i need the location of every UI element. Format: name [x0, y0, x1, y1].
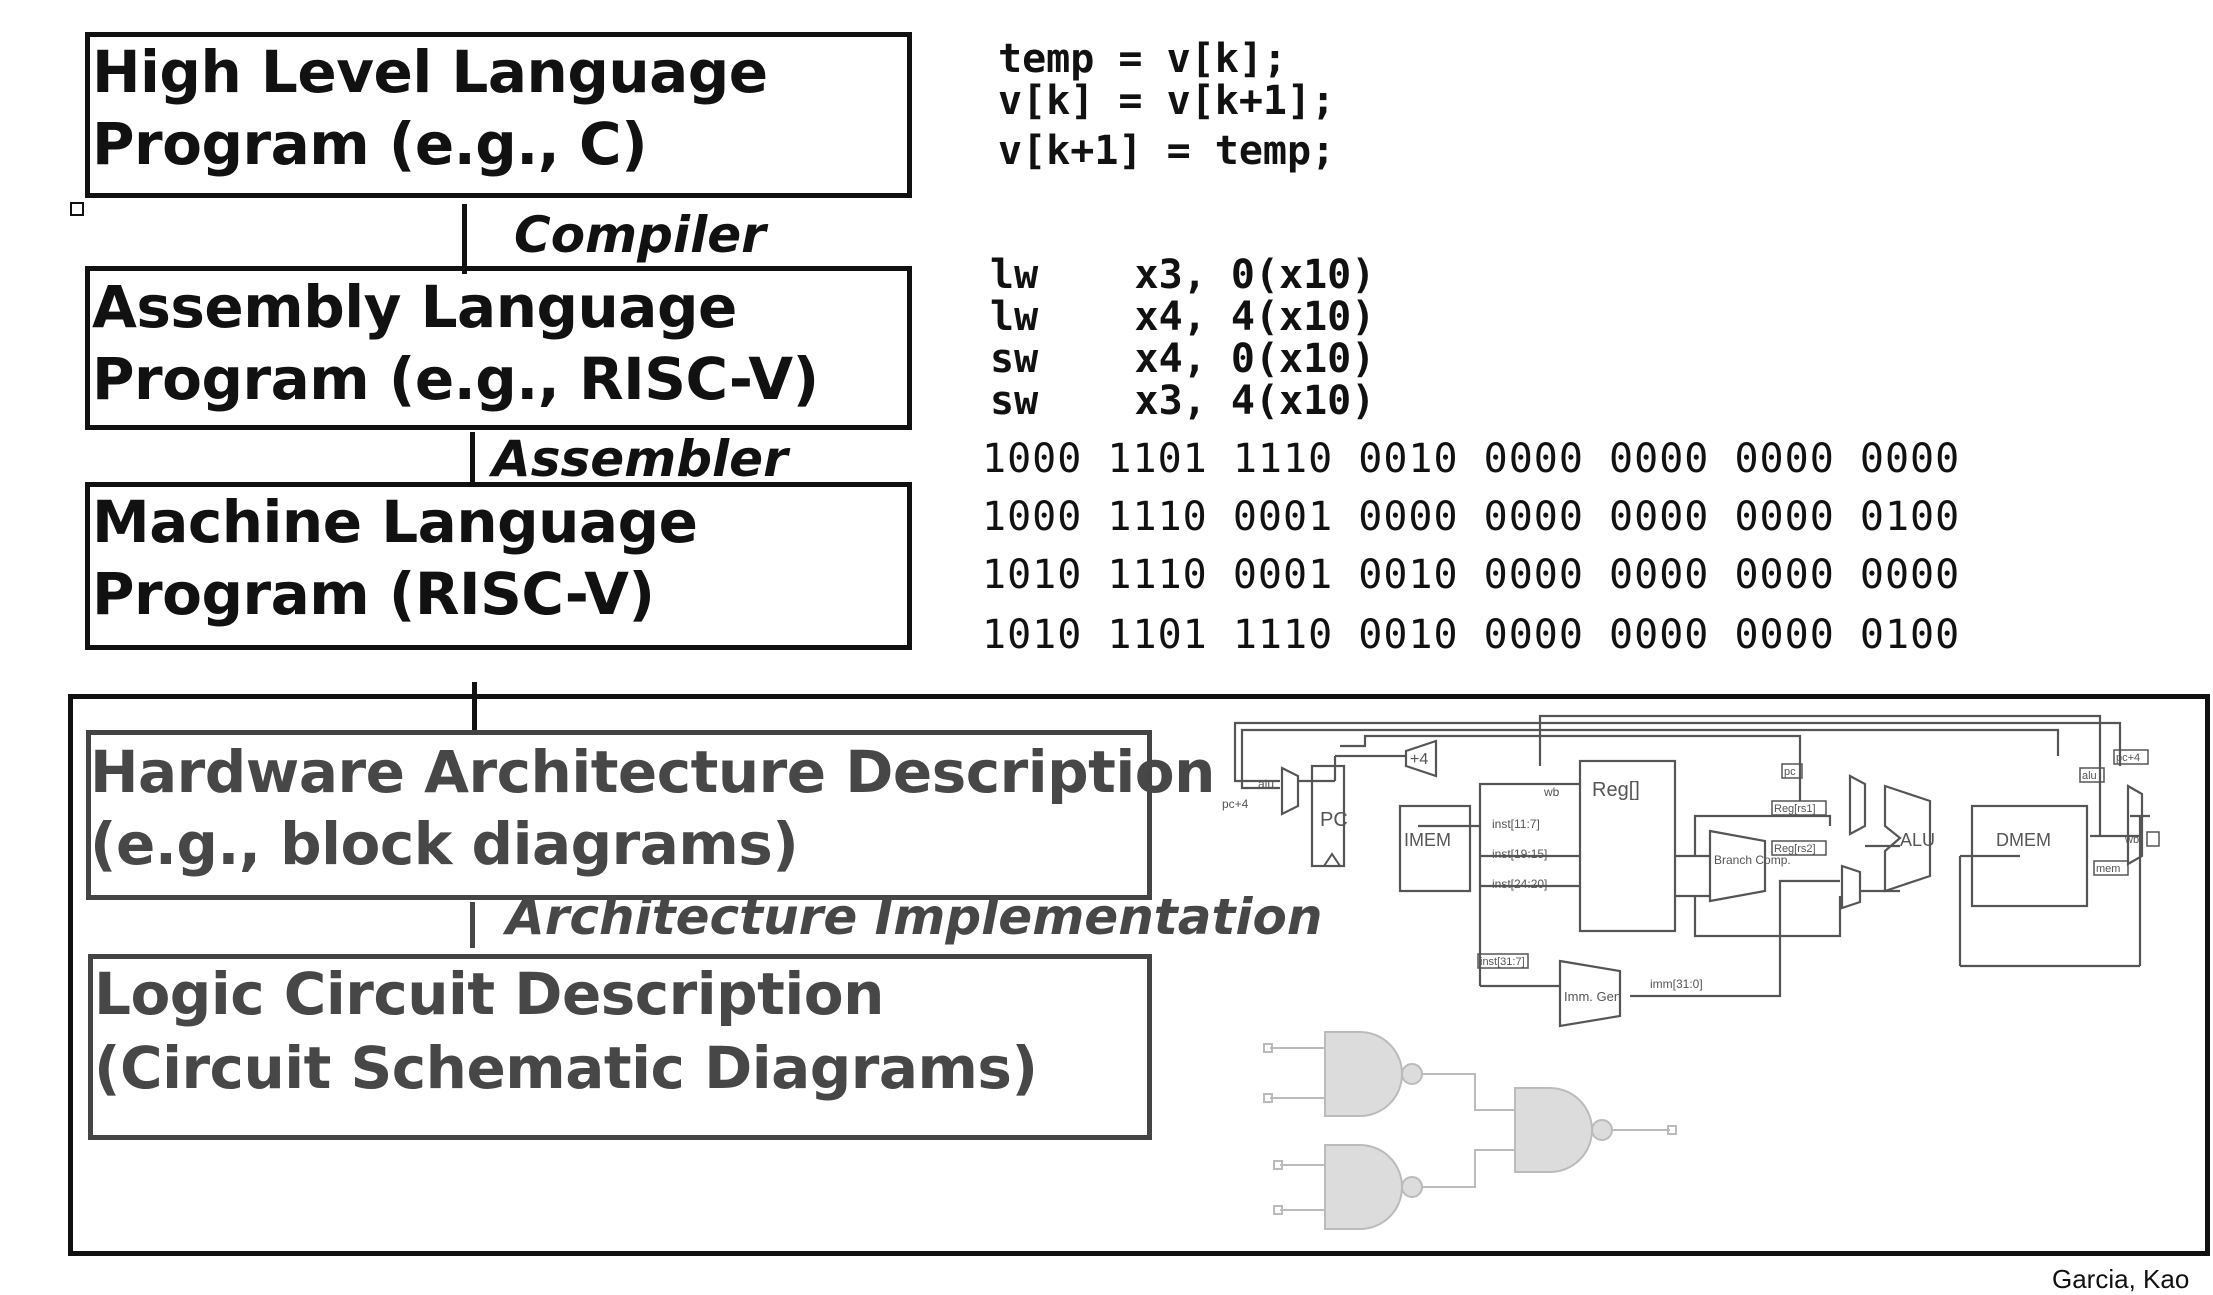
compiler-label: Compiler — [514, 206, 766, 264]
assembly-line1: Assembly Language — [92, 273, 737, 341]
machine-line2: Program (RISC-V) — [92, 560, 655, 628]
hardware-frame — [68, 694, 2210, 1256]
machine-code-line-4: 1010 1101 1110 0010 0000 0000 0000 0100 — [982, 612, 1961, 658]
asm-line-2: lw x4, 4(x10) — [990, 294, 1376, 340]
assembler-connector — [470, 432, 475, 486]
assembly-box — [85, 266, 912, 430]
c-code-line-2: v[k] = v[k+1]; — [998, 78, 1336, 124]
dp-alu-in: alu — [1258, 777, 1274, 791]
logic-gate-diagram — [1263, 1031, 1677, 1230]
logic-box — [88, 954, 1152, 1140]
dp-rs1: Reg[rs1] — [1774, 803, 1816, 815]
c-code-line-3: v[k+1] = temp; — [998, 128, 1336, 174]
hardware-line1: Hardware Architecture Description — [90, 738, 1215, 806]
high-level-box — [85, 32, 912, 198]
c-code-line-1: temp = v[k]; — [998, 36, 1287, 82]
credit: Garcia, Kao — [2052, 1264, 2190, 1294]
dp-wb-tag: wb — [2124, 834, 2139, 846]
machine-box — [85, 482, 912, 650]
dp-inst-31-7: inst[31:7] — [1480, 956, 1525, 968]
high-level-line1: High Level Language — [92, 38, 768, 106]
compiler-connector — [462, 204, 467, 274]
dp-rs2: Reg[rs2] — [1774, 843, 1816, 855]
machine-code-line-2: 1000 1110 0001 0000 0000 0000 0000 0100 — [982, 494, 1961, 540]
machine-line1: Machine Language — [92, 488, 698, 556]
high-level-line2: Program (e.g., C) — [92, 110, 648, 178]
machine-code-line-1: 1000 1101 1110 0010 0000 0000 0000 0000 — [982, 436, 1961, 482]
asm-line-4: sw x3, 4(x10) — [990, 378, 1376, 424]
hardware-line2: (e.g., block diagrams) — [90, 810, 799, 878]
dp-alu-tag: alu — [2082, 770, 2097, 782]
dp-pc4-in: pc+4 — [1222, 797, 1249, 811]
machine-code-line-3: 1010 1110 0001 0010 0000 0000 0000 0000 — [982, 552, 1961, 598]
dp-pc-tag: pc — [1784, 766, 1796, 778]
dp-plus4: +4 — [1410, 751, 1428, 768]
dp-inst-19-15: inst[19:15] — [1492, 847, 1547, 861]
dp-dmem: DMEM — [1996, 830, 2051, 850]
dp-reg: Reg[] — [1592, 779, 1640, 801]
assembler-label: Assembler — [492, 430, 788, 488]
logic-line2: (Circuit Schematic Diagrams) — [94, 1034, 1038, 1102]
dp-wb: wb — [1543, 785, 1560, 799]
arch-impl-connector — [470, 902, 475, 948]
dp-alu: ALU — [1900, 830, 1935, 850]
assembly-line2: Program (e.g., RISC-V) — [92, 345, 819, 413]
dp-mem-tag: mem — [2096, 863, 2120, 875]
dp-immgen: Imm. Gen — [1564, 989, 1621, 1004]
dp-branch: Branch Comp. — [1714, 853, 1791, 867]
datapath-diagram: alu pc+4 PC +4 IMEM Reg[] wb inst[11:7] … — [1222, 714, 2160, 1028]
arch-impl-label: Architecture Implementation — [506, 888, 1323, 946]
asm-line-3: sw x4, 0(x10) — [990, 336, 1376, 382]
handle-marker — [70, 202, 84, 216]
asm-line-1: lw x3, 0(x10) — [990, 252, 1376, 298]
logic-line1: Logic Circuit Description — [94, 960, 884, 1028]
hardware-box — [86, 730, 1152, 900]
dp-inst-11-7: inst[11:7] — [1492, 817, 1540, 831]
dp-inst-24-20: inst[24:20] — [1492, 877, 1547, 891]
dp-pc4-tag: pc+4 — [2116, 752, 2140, 764]
dp-imem: IMEM — [1404, 830, 1451, 850]
dp-pc: PC — [1320, 809, 1348, 831]
hardware-connector — [472, 682, 477, 734]
dp-imm: imm[31:0] — [1650, 977, 1703, 991]
